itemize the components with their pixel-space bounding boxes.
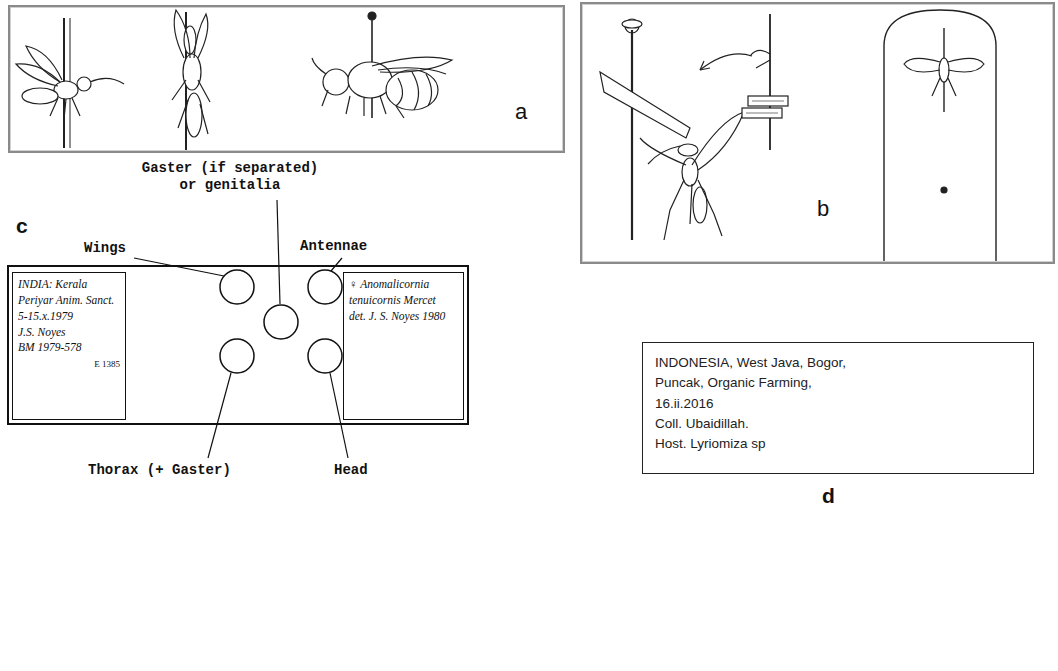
panel-letter: d [822,484,835,508]
label-line: 5-15.x.1979 [18,309,120,325]
label-line: INDONESIA, West Java, Bogor, [655,353,1021,373]
label-line: E 1385 [18,358,120,370]
panel-letter: a [515,99,527,125]
label-line: tenuicornis Mercet [349,293,458,309]
part-label: Thorax (+ Gaster) [88,462,231,479]
label-box: INDONESIA, West Java, Bogor,Puncak, Orga… [642,342,1034,474]
label-line: 16.ii.2016 [655,394,1021,414]
panel-letter: c [16,214,28,238]
label-line: Puncak, Organic Farming, [655,373,1021,393]
label-line: Periyar Anim. Sanct. [18,293,120,309]
part-label: Antennae [300,238,367,255]
part-label: Head [334,462,368,479]
panel-frame: a [8,5,565,153]
label-line: INDIA: Kerala [18,277,120,293]
locality-label: INDIA: KeralaPeriyar Anim. Sanct.5-15.x.… [12,272,126,420]
panel-frame: b [580,2,1055,264]
panel-letter: b [817,196,829,222]
label-line: Coll. Ubaidillah. [655,414,1021,434]
label-line: J.S. Noyes [18,325,120,341]
part-label: Gaster (if separated) or genitalia [130,160,330,194]
label-line: ♀ Anomalicornia [349,277,458,293]
part-label: Wings [84,240,126,257]
label-line: det. J. S. Noyes 1980 [349,309,458,325]
determination-label: ♀ Anomalicorniatenuicornis Mercetdet. J.… [343,272,464,420]
label-line: BM 1979-578 [18,340,120,356]
label-line: Host. Lyriomiza sp [655,434,1021,454]
